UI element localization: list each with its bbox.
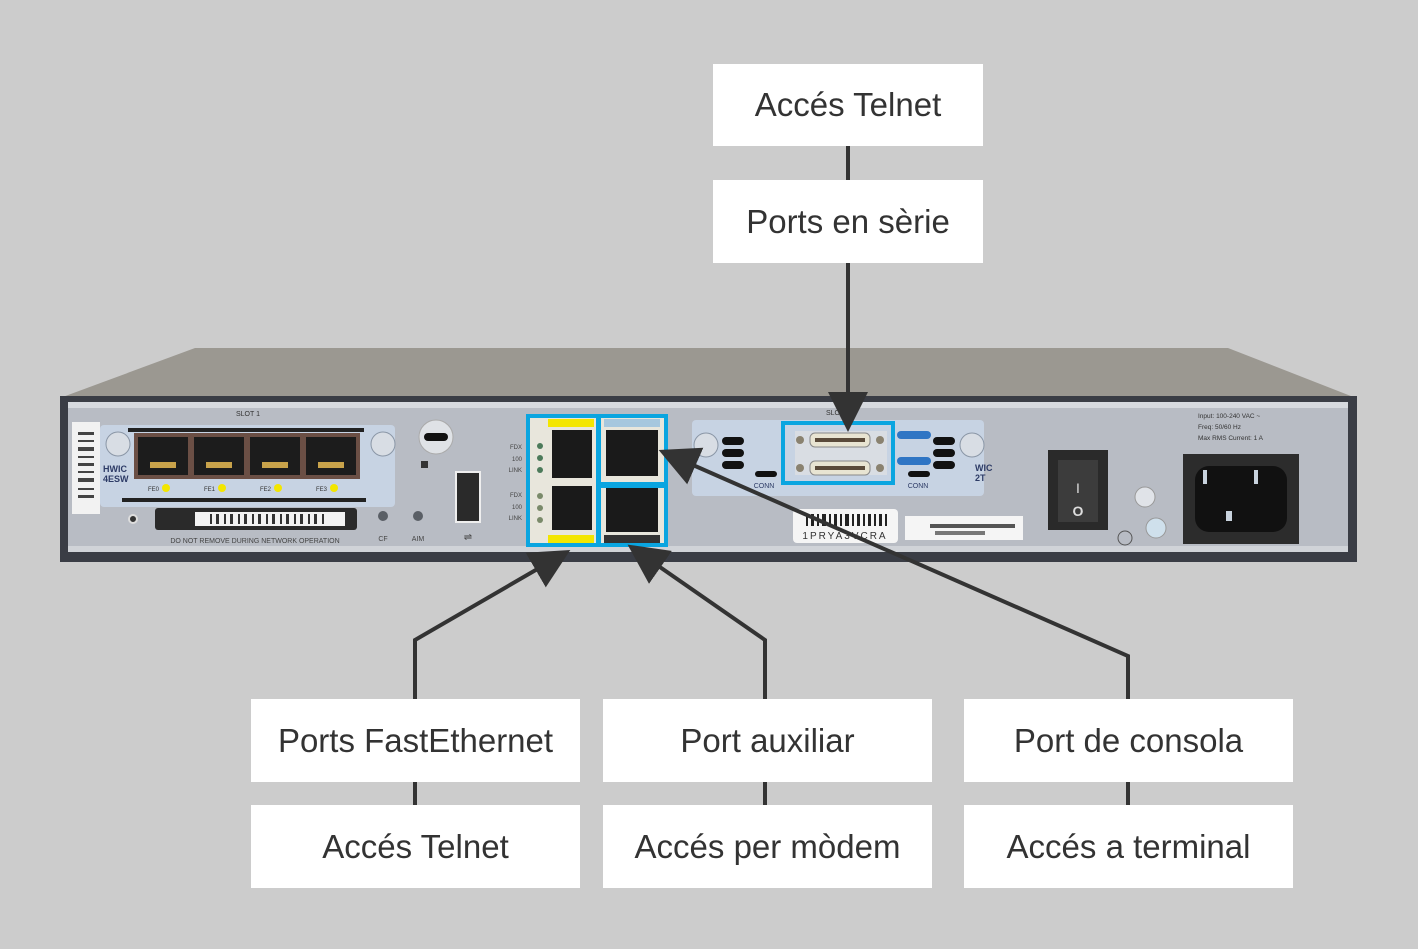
- svg-text:WIC: WIC: [975, 463, 993, 473]
- arrow-console: [658, 447, 1130, 700]
- arrow-fastethernet: [413, 549, 571, 700]
- chassis-top: [60, 348, 1356, 398]
- port-pins: [150, 462, 176, 468]
- label-modem-access: Accés per mòdem: [603, 805, 932, 888]
- switch-port-fe0[interactable]: [138, 437, 188, 475]
- port-led: [274, 484, 282, 492]
- aux-port[interactable]: [606, 488, 658, 532]
- ground-screw-icon: [1145, 517, 1167, 539]
- svg-text:2T: 2T: [975, 473, 986, 483]
- ge0-port[interactable]: [552, 430, 592, 478]
- serial0-tag: [897, 431, 931, 439]
- left-sticker: [72, 422, 100, 514]
- card-screw-icon: [959, 432, 985, 458]
- switch-port-fe3[interactable]: [306, 437, 356, 475]
- ge1-port[interactable]: [552, 486, 592, 530]
- switch-port-label: FE2: [260, 487, 272, 493]
- svg-text:LINK: LINK: [509, 516, 522, 522]
- switch-port-fe2[interactable]: [250, 437, 300, 475]
- port-pins: [262, 462, 288, 468]
- aim-led-label: AIM: [412, 536, 425, 543]
- label-console-port: Port de consola: [964, 699, 1293, 782]
- serial1-tag: [897, 457, 931, 465]
- port-pins: [318, 462, 344, 468]
- port-pins: [206, 462, 232, 468]
- svg-text:100: 100: [512, 457, 523, 463]
- cf-slot-stripes: [210, 514, 324, 524]
- svg-text:LINK: LINK: [509, 468, 522, 474]
- power-spec-2: Freq: 50/60 Hz: [1198, 424, 1241, 431]
- reset-hole: [128, 514, 138, 524]
- left-sticker-barcode: [78, 432, 94, 498]
- power-spec-3: Max RMS Current: 1 A: [1198, 435, 1264, 442]
- serial-code: 1PRYA3VCRA: [802, 531, 887, 542]
- switch-port-label: FE3: [316, 487, 328, 493]
- svg-text:CONN: CONN: [754, 483, 775, 490]
- ground-screw-icon: [1134, 486, 1156, 508]
- switch-on-mark: I: [1076, 480, 1080, 496]
- card-screw-icon: [370, 431, 396, 457]
- switch-port-fe1[interactable]: [194, 437, 244, 475]
- switch-port-label: FE0: [148, 487, 160, 493]
- switch-off-mark: O: [1073, 503, 1084, 519]
- port-led: [162, 484, 170, 492]
- aux-tag: [604, 535, 660, 543]
- aim-led: [413, 511, 423, 521]
- svg-text:CONN: CONN: [908, 483, 929, 490]
- port-led: [218, 484, 226, 492]
- cf-led-label: CF: [378, 536, 387, 543]
- slot1-label: SLOT 1: [236, 411, 260, 418]
- label-fastethernet-telnet-access: Accés Telnet: [251, 805, 580, 888]
- card-screw-icon: [105, 431, 131, 457]
- svg-text:FDX: FDX: [510, 493, 522, 499]
- arrow-aux: [627, 544, 767, 700]
- hwic-label-2: 4ESW: [103, 474, 129, 484]
- usb-icon: ⇌: [464, 532, 472, 543]
- console-tag: [604, 419, 660, 427]
- label-aux-port: Port auxiliar: [603, 699, 932, 782]
- ground-symbol-icon: [1117, 530, 1133, 546]
- hwic-label-1: HWIC: [103, 464, 127, 474]
- ge0-tag: [548, 419, 594, 427]
- svg-text:FDX: FDX: [510, 445, 522, 451]
- ge1-tag: [548, 535, 594, 543]
- port-led: [330, 484, 338, 492]
- label-fastethernet-ports: Ports FastEthernet: [251, 699, 580, 782]
- cf-caption: DO NOT REMOVE DURING NETWORK OPERATION: [170, 538, 339, 545]
- cf-led: [378, 511, 388, 521]
- label-serial-telnet-access: Accés Telnet: [713, 64, 983, 146]
- card-screw-icon: [693, 432, 719, 458]
- console-port[interactable]: [606, 430, 658, 476]
- power-spec-1: Input: 100-240 VAC ~: [1198, 413, 1260, 420]
- switch-port-label: FE1: [204, 487, 216, 493]
- label-terminal-access: Accés a terminal: [964, 805, 1293, 888]
- label-serial-ports: Ports en sèrie: [713, 180, 983, 263]
- svg-text:100: 100: [512, 505, 523, 511]
- usb-port[interactable]: [455, 471, 481, 523]
- lock-icon: [421, 461, 428, 468]
